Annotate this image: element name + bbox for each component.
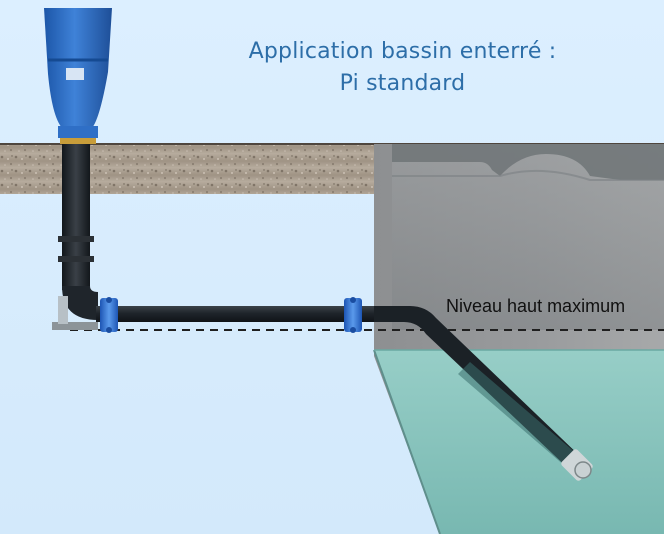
coupling-left	[100, 297, 118, 333]
riser-flange-top	[58, 236, 94, 242]
pump-icon	[44, 8, 112, 144]
tank-water	[374, 350, 664, 534]
title-line-1: Application bassin enterré :	[248, 39, 557, 64]
diagram-title: Application bassin enterré : Pi standard	[220, 36, 585, 100]
riser-flange-bottom	[58, 256, 94, 262]
title-line-2: Pi standard	[339, 70, 466, 96]
coupling-right	[344, 297, 362, 333]
support-foot	[52, 322, 98, 330]
underground-tank	[373, 144, 664, 534]
max-level-label: Niveau haut maximum	[446, 296, 626, 316]
suction-pipe	[62, 142, 593, 481]
